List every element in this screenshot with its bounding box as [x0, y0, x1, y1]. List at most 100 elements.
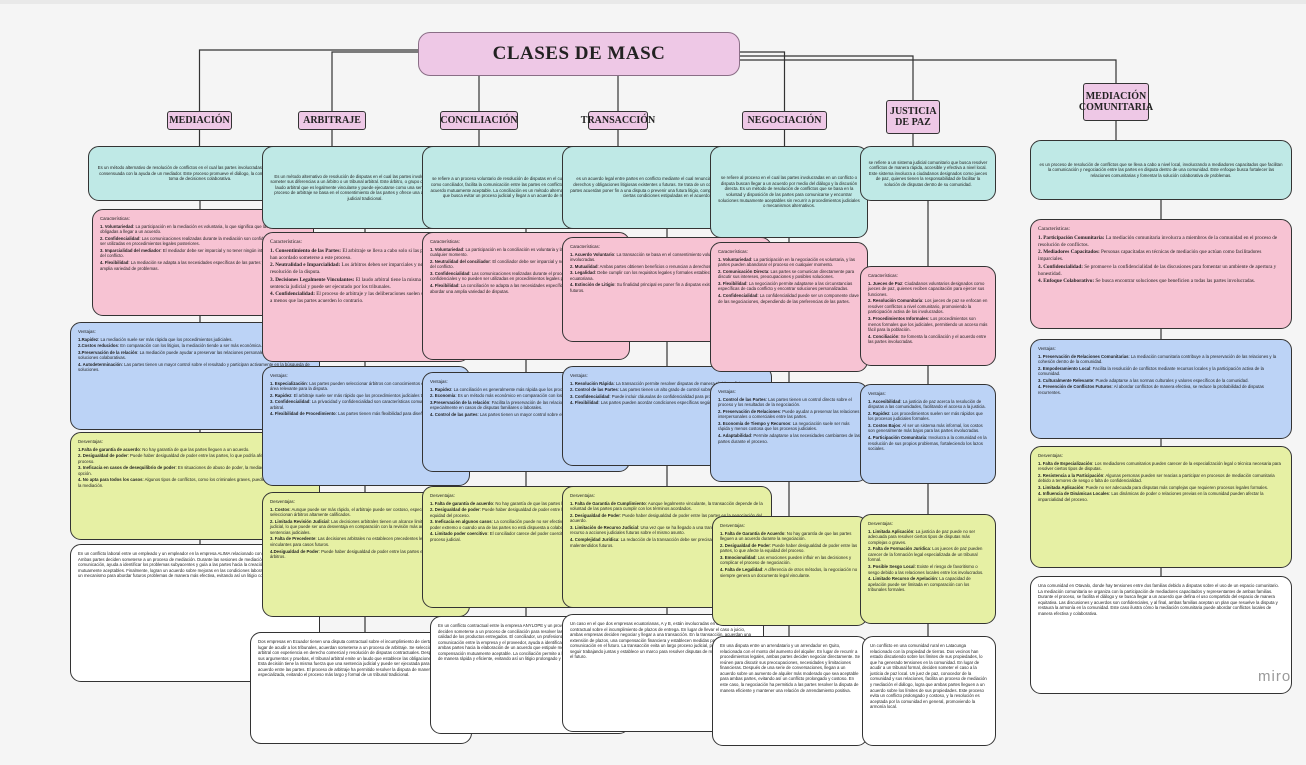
item-key: 4. Prevención de Conflictos Futuros — [1038, 384, 1112, 390]
list-item: 4. Flexibilidad: La mediación se adapta … — [100, 260, 306, 271]
category-negociacion[interactable]: NEGOCIACIÓN — [742, 111, 827, 130]
case-example-box-mediacion-comunitaria[interactable]: Una comunidad en Otavalo, donde hay tens… — [1030, 576, 1292, 694]
item-text: Los árbitros deben ser imparciales y neu… — [270, 262, 448, 275]
category-arbitraje[interactable]: ARBITRAJE — [298, 111, 366, 130]
list-item: 3. Ineficacia en algunos casos: La conci… — [430, 519, 622, 530]
advantages-box-mediacion-comunitaria[interactable]: Ventajas:1. Preservación de Relaciones C… — [1030, 339, 1292, 439]
box-text: Dos empresas en Ecuador tienen una dispu… — [258, 639, 464, 678]
item-list: 1. Falta de Garantía de Acuerdo: No hay … — [720, 531, 860, 579]
list-item: 4. Flexibilidad de Procedimiento: Las pa… — [270, 411, 462, 417]
item-text: : La conciliación puede no ser efectiva … — [430, 519, 621, 530]
item-list: 1. Jueces de Paz: Ciudadanos voluntarios… — [868, 281, 988, 345]
list-item: 4. Complejidad Jurídica: La redacción de… — [570, 537, 764, 548]
advantages-box-negociacion[interactable]: Ventajas:1. Control de las Partes: Las p… — [710, 382, 868, 482]
item-key: 2. Neutralidad del conciliador — [430, 258, 490, 264]
list-item: 4. Extinción de Litigio: Su finalidad pr… — [570, 282, 764, 293]
box-heading: Desventajas: — [78, 439, 103, 444]
case-example-box-negociacion[interactable]: En una disputa entre un arrendatario y u… — [712, 636, 868, 746]
item-text: : La mediación se adapta a las necesidad… — [100, 260, 302, 271]
definition-box-negociacion[interactable]: se refiere al proceso en el cual las par… — [710, 146, 868, 238]
item-key: 1. Acuerdo Voluntario — [570, 251, 615, 257]
item-text: : Los procedimientos son menos formales … — [868, 316, 988, 333]
list-item: 4. Influencia de Dinámicas Locales: Las … — [1038, 491, 1284, 502]
disadvantages-box-mediacion-comunitaria[interactable]: Desventajas:1. Falta de Especialización:… — [1030, 446, 1292, 568]
item-key: 3. Confidencialidad — [270, 399, 310, 405]
characteristics-box-justicia-de-paz[interactable]: Características:1. Jueces de Paz: Ciudad… — [860, 266, 996, 366]
box-text: En una disputa entre un arrendatario y u… — [720, 643, 860, 693]
list-item: 3.Preservación de la relación: La mediac… — [78, 350, 312, 361]
item-text: : Ambas partes obtienen beneficios o ren… — [597, 263, 753, 269]
item-text: : La redacción de la transacción debe se… — [570, 537, 756, 548]
list-item: 1. Consentimiento de las Partes: El arbi… — [270, 248, 462, 262]
characteristics-box-mediacion-comunitaria[interactable]: Características:1. Participación Comunit… — [1030, 219, 1292, 329]
list-item: 2. Resolución Comunitaria: Los jueces de… — [868, 298, 988, 315]
item-list: 1. Falta de Especialización: Los mediado… — [1038, 461, 1284, 503]
box-text: Una comunidad en Otavalo, donde hay tens… — [1038, 583, 1280, 616]
item-list: 1. Voluntariedad: La participación en la… — [718, 257, 860, 305]
item-text: : La negociación permite adaptarse a las… — [718, 280, 853, 292]
advantages-box-justicia-de-paz[interactable]: Ventajas:1. Accesibilidad: La justicia d… — [860, 384, 996, 484]
list-item: 1. Jueces de Paz: Ciudadanos voluntarios… — [868, 281, 988, 298]
category-mediacion-comunitaria[interactable]: MEDIACIÓN COMUNITARIA — [1079, 83, 1153, 121]
category-mediacion[interactable]: MEDIACIÓN — [167, 111, 232, 130]
list-item: 2. Falta de Formación Jurídica: Los juec… — [868, 546, 988, 563]
list-item: 2. Preservación de Relaciones: Puede ayu… — [718, 409, 860, 420]
category-transaccion[interactable]: TRANSACCIÓN — [581, 111, 655, 130]
list-item: 1. Falta de garantía de acuerdo: No hay … — [430, 501, 622, 507]
item-key: 1.Falta de garantía de acuerdo — [78, 446, 140, 452]
category-conciliacion[interactable]: CONCILIACIÓN — [440, 111, 518, 130]
map-title[interactable]: CLASES DE MASC — [418, 32, 740, 76]
box-heading: Ventajas: — [270, 373, 288, 378]
disadvantages-box-justicia-de-paz[interactable]: Desventajas:1. Limitada Aplicación: La j… — [860, 514, 996, 624]
list-item: 3.Preservación de la relación: Facilita … — [430, 400, 622, 411]
item-text: : Permite adaptarse a las necesidades ca… — [718, 433, 860, 444]
item-key: 2. Rapidez — [868, 410, 890, 416]
item-text: : Las decisiones arbitrales tienen un al… — [270, 518, 452, 535]
list-item: 4. Conciliación: Se fomenta la conciliac… — [868, 334, 988, 345]
list-item: 3. Confidencialidad: La privacidad y con… — [270, 399, 462, 410]
list-item: 2.Costos reducidos: En comparación con l… — [78, 343, 312, 349]
item-key: 3. Flexibilidad — [718, 280, 747, 286]
box-text: Un caso en el que dos empresas ecuatoria… — [570, 621, 755, 660]
item-key: 3. Confidencialidad — [430, 270, 470, 276]
item-text: : Los procedimientos suelen ser más rápi… — [868, 410, 983, 422]
item-key: 1. Falta de Garantía de Acuerdo — [720, 530, 785, 536]
item-key: 3.Preservación de la relación — [430, 399, 490, 405]
list-item: 4. Flexibilidad: La conciliación se adap… — [430, 283, 622, 294]
item-key: 2. Mutualidad — [570, 263, 598, 269]
item-text: : Puede haber desigualdad de poder entre… — [720, 542, 858, 554]
list-item: 4.Desigualdad de Poder: Puede haber desi… — [270, 549, 462, 560]
item-text: : Debe cumplir con los requisitos legale… — [570, 270, 752, 281]
item-key: 3. Limitada Aplicación — [1038, 484, 1084, 490]
item-text: : Puede haber desigualdad de poder entre… — [430, 507, 606, 518]
list-item: 4. Confidencialidad: El proceso de arbit… — [270, 291, 462, 305]
box-text: se refiere a un sistema judicial comunit… — [868, 159, 988, 187]
characteristics-box-negociacion[interactable]: Características:1. Voluntariedad: La par… — [710, 242, 868, 372]
box-heading: Desventajas: — [270, 499, 295, 504]
item-text: : Una vez que se ha llegado a una transa… — [570, 524, 758, 536]
item-text: : La capacidad de apelación puede ser li… — [868, 576, 971, 593]
item-text: : Las partes tienen un mayor control sob… — [78, 361, 310, 373]
item-key: 2. Neutralidad e Imparcialidad: — [270, 262, 341, 269]
list-item: 4. Prevención de Conflictos Futuros: Al … — [1038, 384, 1284, 395]
item-text: : Existe el riesgo de favoritismo o sesg… — [868, 564, 984, 575]
box-text: se refiere al proceso en el cual las par… — [718, 175, 860, 209]
definition-box-justicia-de-paz[interactable]: se refiere a un sistema judicial comunit… — [860, 146, 996, 201]
category-justicia-de-paz[interactable]: JUSTICIA DE PAZ — [886, 100, 940, 134]
item-key: 1. Preservación de Relaciones Comunitari… — [1038, 353, 1129, 359]
definition-box-mediacion-comunitaria[interactable]: es un proceso de resolución de conflicto… — [1030, 140, 1292, 200]
item-key: 2. Desigualdad de poder — [430, 507, 480, 513]
item-text: : Involucra a la comunidad en la resoluc… — [868, 435, 987, 452]
item-key: 1. Control de las Partes — [718, 396, 766, 402]
box-text: En un conflicto contractual entre la emp… — [438, 623, 619, 662]
box-text: Un conflicto en una comunidad rural en L… — [870, 643, 987, 710]
case-example-box-justicia-de-paz[interactable]: Un conflicto en una comunidad rural en L… — [862, 636, 996, 746]
list-item: 4. Adaptabilidad: Permite adaptarse a la… — [718, 433, 860, 444]
item-key: 1. Falta de Especialización — [1038, 460, 1093, 466]
item-key: 1. Participación Comunitaria: — [1038, 234, 1105, 241]
item-text: : A diferencia de otros métodos, la nego… — [720, 567, 858, 578]
list-item: 3. Emocionalidad: Las emociones pueden i… — [720, 555, 860, 566]
list-item: 4. Autodeterminación: Las partes tienen … — [78, 362, 312, 373]
item-key: 2. Resistencia a la Participación — [1038, 472, 1104, 478]
disadvantages-box-negociacion[interactable]: Desventajas:1. Falta de Garantía de Acue… — [712, 516, 868, 626]
